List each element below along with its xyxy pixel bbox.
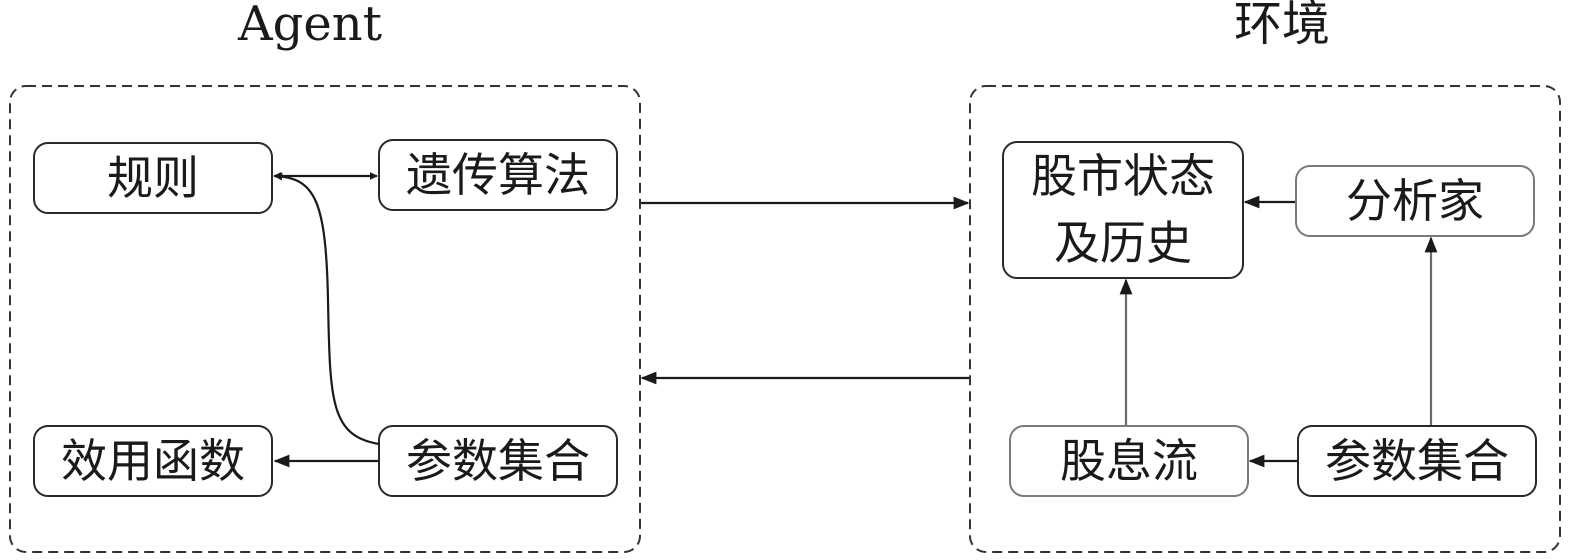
node-agent-parameter-set: 参数集合 [378, 425, 618, 497]
node-environment-parameter-set-label: 参数集合 [1325, 434, 1509, 488]
node-rules-label: 规则 [107, 151, 199, 205]
node-analyst: 分析家 [1295, 165, 1535, 237]
node-environment-parameter-set: 参数集合 [1297, 425, 1537, 497]
node-analyst-label: 分析家 [1346, 174, 1484, 228]
node-market-state-line2: 及历史 [1054, 216, 1192, 270]
agent-group-frame [9, 85, 641, 553]
node-genetic-algorithm-label: 遗传算法 [406, 148, 590, 202]
agent-group-title: Agent [237, 0, 382, 52]
node-utility-function-label: 效用函数 [61, 434, 245, 488]
node-agent-parameter-set-label: 参数集合 [406, 434, 590, 488]
environment-group-frame [969, 85, 1561, 553]
edge-parameter-set-to-rules [274, 172, 380, 446]
node-utility-function: 效用函数 [33, 425, 273, 497]
node-market-state-line1: 股市状态 [1031, 149, 1215, 203]
node-genetic-algorithm: 遗传算法 [378, 139, 618, 211]
node-market-state: 股市状态 及历史 [1002, 141, 1244, 279]
node-dividend-stream-label: 股息流 [1060, 434, 1198, 488]
environment-group-title: 环境 [1234, 0, 1330, 52]
node-rules: 规则 [33, 142, 273, 214]
node-dividend-stream: 股息流 [1009, 425, 1249, 497]
